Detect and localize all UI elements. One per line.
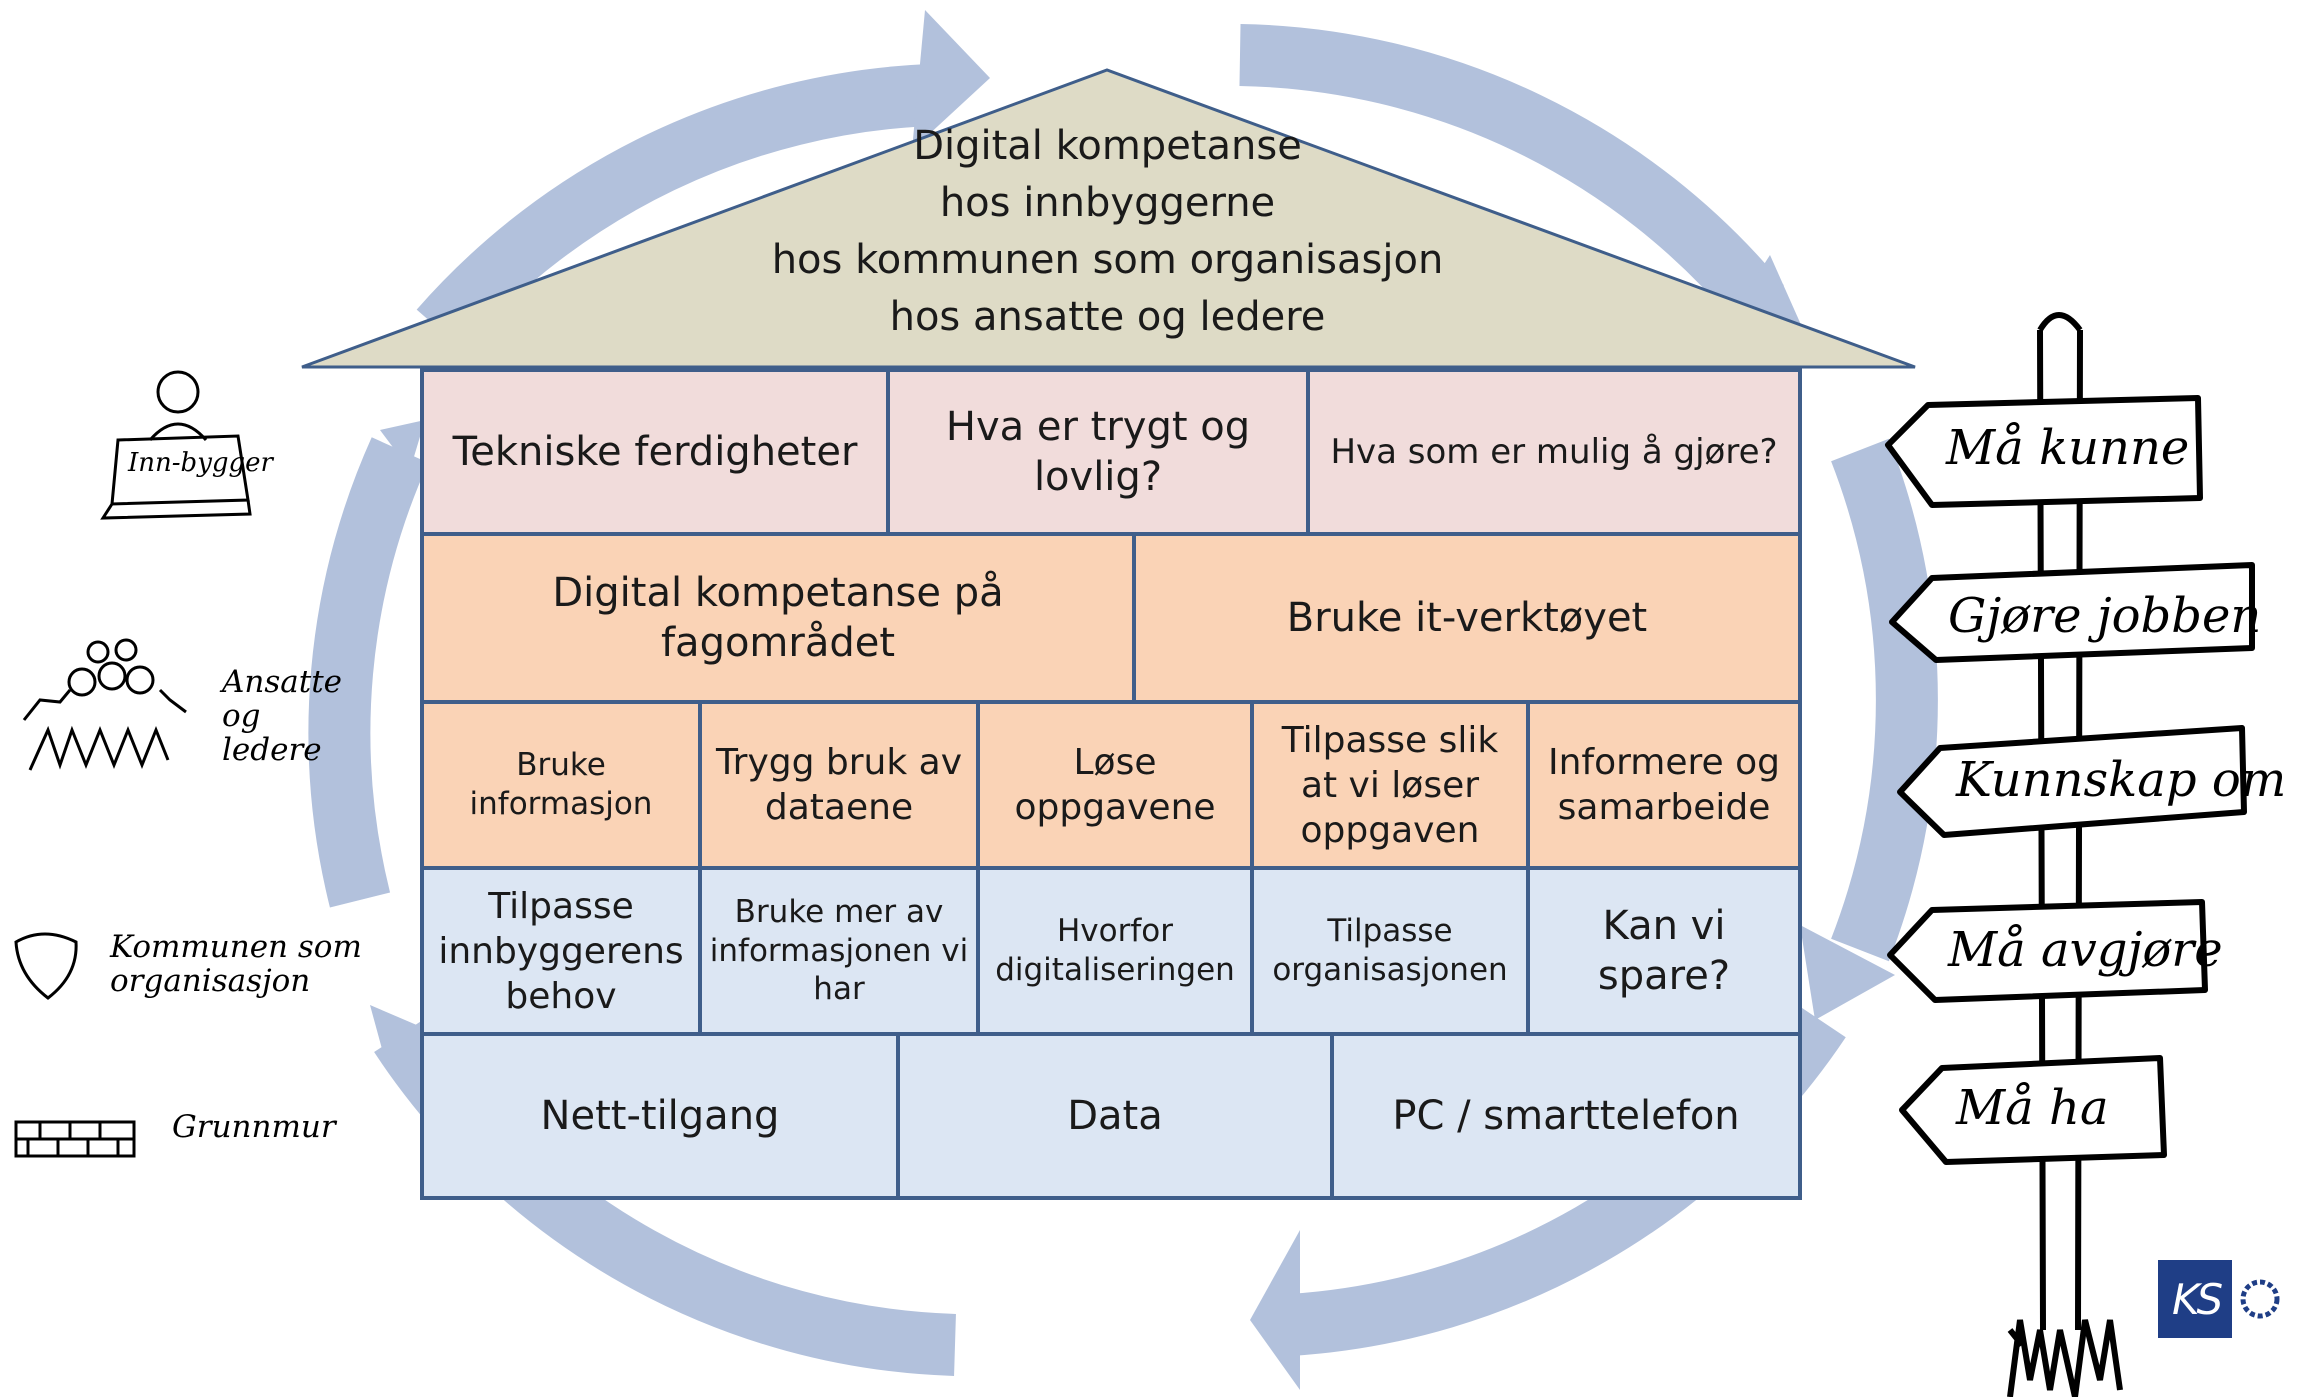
signpost-roots	[2007, 1319, 2123, 1397]
ks-emblem-icon	[2232, 1260, 2288, 1338]
roof-line-2: hos innbyggerne	[939, 180, 1276, 226]
legend-innbygger: Inn-bygger	[128, 448, 273, 478]
arrowhead-bottom	[1250, 1230, 1300, 1390]
sign-label-kunnskap-om: Kunnskap om	[1956, 752, 2287, 808]
brick-wall-icon	[14, 1120, 136, 1158]
roof-text: Digital kompetanse hos innbyggerne hos k…	[630, 118, 1585, 346]
employees-icon	[22, 638, 187, 771]
legend-kommunen: Kommunen som organisasjon	[110, 929, 362, 999]
arrowhead-left-lower	[370, 1005, 440, 1060]
cycle-arrow-left	[308, 437, 429, 908]
arrowhead-top	[912, 10, 990, 150]
cell-data: Data	[896, 1032, 1334, 1200]
cell-mulig-aa-gjore: Hva som er mulig å gjøre?	[1306, 368, 1802, 536]
sign-label-ma-avgjore: Må avgjøre	[1948, 922, 2223, 978]
cell-trygt-og-lovlig: Hva er trygt og lovlig?	[886, 368, 1310, 536]
sign-board-1	[1885, 395, 2203, 508]
cycle-arrow-top-left	[416, 64, 932, 351]
cell-nett-tilgang: Nett-tilgang	[420, 1032, 900, 1200]
sign-label-gjore-jobben: Gjøre jobben	[1948, 588, 2262, 644]
cell-tilpasse-slik: Tilpasse slik at vi løser oppgaven	[1250, 700, 1530, 870]
sign-board-5	[1899, 1055, 2167, 1165]
cell-digital-kompetanse-fagomradet: Digital kompetanse på fagområdet	[420, 532, 1136, 704]
legend-ansatte-og-ledere: Ansatte og ledere	[222, 664, 343, 768]
sign-board-4	[1887, 899, 2208, 1003]
legend-grunnmur: Grunnmur	[172, 1109, 336, 1145]
citizen-icon	[100, 370, 252, 520]
cycle-arrow-top-right	[1239, 24, 1784, 325]
cell-bruke-it-verktoyet: Bruke it-verktøyet	[1132, 532, 1802, 704]
arrowhead-left-upper	[380, 420, 425, 470]
cell-informere-og-samarbeide: Informere og samarbeide	[1526, 700, 1802, 870]
sign-board-3	[1897, 725, 2247, 838]
arrowhead-right-lower	[1800, 925, 1895, 1020]
sign-board-2	[1889, 562, 2255, 663]
shield-icon	[14, 932, 78, 1000]
cell-trygg-bruk-av-dataene: Trygg bruk av dataene	[698, 700, 980, 870]
cycle-arrow-right	[1831, 438, 1938, 962]
cell-kan-vi-spare: Kan vi spare?	[1526, 866, 1802, 1036]
cell-pc-smarttelefon: PC / smarttelefon	[1330, 1032, 1802, 1200]
roof-line-1: Digital kompetanse	[913, 123, 1302, 169]
cell-hvorfor-digitaliseringen: Hvorfor digitaliseringen	[976, 866, 1254, 1036]
sign-label-ma-kunne: Må kunne	[1946, 420, 2190, 476]
cell-tilpasse-innbyggerens-behov: Tilpasse innbyggerens behov	[420, 866, 702, 1036]
ks-logo: KS	[2158, 1260, 2288, 1338]
ks-logo-text: KS	[2172, 1274, 2223, 1324]
roof-line-3: hos kommunen som organisasjon	[771, 237, 1444, 283]
sign-label-ma-ha: Må ha	[1956, 1080, 2109, 1136]
roof-line-4: hos ansatte og ledere	[889, 294, 1326, 340]
